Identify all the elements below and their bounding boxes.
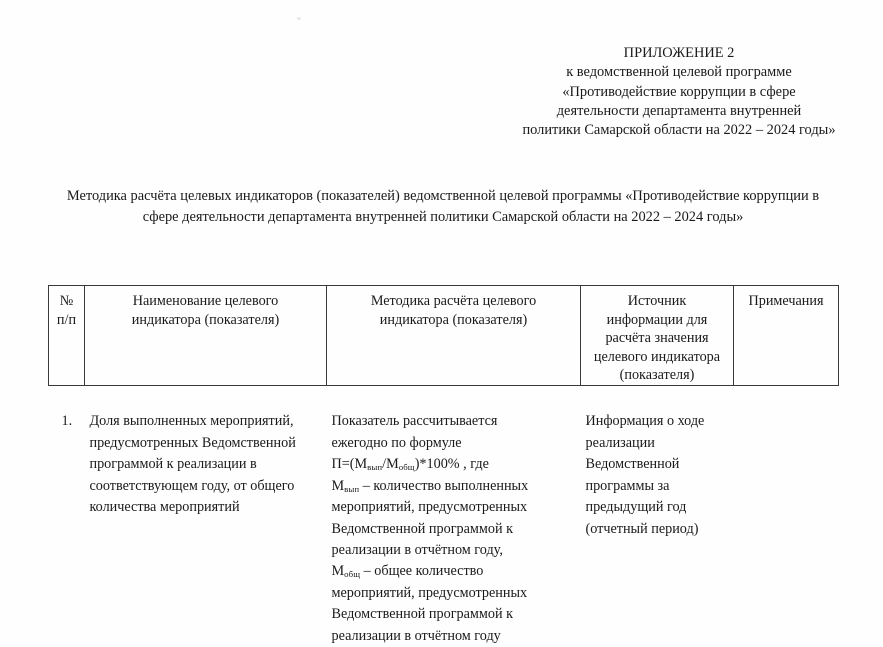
formula-prefix: П=(М bbox=[331, 456, 368, 473]
information-source-line-4: программы за bbox=[585, 477, 670, 494]
appendix-ref-line-5: на 2022 – 2024 годы» bbox=[705, 122, 836, 139]
row-information-source: Информация о ходе реализации Ведомственн… bbox=[581, 411, 734, 646]
appendix-header-block: ПРИЛОЖЕНИЕ 2 к ведомственной целевой про… bbox=[520, 44, 838, 140]
information-source-line-2: реализации bbox=[585, 434, 655, 451]
column-header-information-source-line-5: (показателя) bbox=[619, 367, 695, 384]
doc-title-line-3: «Противодействие коррупции в сфере деяте… bbox=[142, 188, 820, 225]
formula-mid: /М bbox=[382, 456, 399, 473]
definition-vyp-cont-2: Ведомственной программой к bbox=[331, 520, 514, 537]
definition-obsh-cont-3: реализации в отчётном году bbox=[331, 627, 501, 644]
column-header-calculation-method-line-1: Методика расчёта целевого bbox=[370, 293, 537, 309]
information-source-line-3: Ведомственной bbox=[585, 456, 680, 473]
indicator-name-line-5: количества мероприятий bbox=[89, 499, 240, 516]
table-header-row: № п/п Наименование целевого индикатора (… bbox=[48, 285, 839, 386]
column-header-notes: Примечания bbox=[733, 285, 839, 386]
method-intro-line-2: ежегодно по формуле bbox=[331, 434, 462, 451]
definition-obsh-subscript: общ bbox=[344, 569, 361, 580]
definition-vyp-symbol: М bbox=[331, 477, 345, 494]
definition-vyp-cont-1: мероприятий, предусмотренных bbox=[331, 499, 528, 516]
column-header-information-source-line-1: Источник bbox=[627, 293, 687, 309]
definition-vyp: Мвып – количество выполненных bbox=[332, 476, 571, 497]
information-source-line-1: Информация о ходе bbox=[585, 413, 705, 430]
appendix-ref-line-1: к ведомственной целевой программе bbox=[566, 64, 792, 81]
column-header-information-source-line-3: расчёта значения bbox=[605, 330, 709, 347]
definition-obsh-cont-2: Ведомственной программой к bbox=[331, 606, 514, 623]
definition-vyp-cont-3: реализации в отчётном году, bbox=[331, 541, 503, 558]
table-row: 1. Доля выполненных мероприятий, предусм… bbox=[49, 411, 839, 646]
appendix-ref-line-4: политики Самарской области bbox=[522, 122, 703, 139]
formula-subscript-obsh: общ bbox=[398, 462, 415, 473]
doc-title-line-2: ведомственной целевой программы bbox=[403, 188, 622, 204]
row-calculation-method: Показатель рассчитывается ежегодно по фо… bbox=[327, 411, 581, 646]
indicator-name-line-4: соответствующем году, от общего bbox=[89, 477, 295, 494]
indicators-table: № п/п Наименование целевого индикатора (… bbox=[48, 285, 839, 647]
definition-obsh-text: – общее количество bbox=[360, 563, 484, 580]
row-notes bbox=[734, 411, 839, 646]
column-header-calculation-method: Методика расчёта целевого индикатора (по… bbox=[326, 285, 581, 386]
appendix-ref-line-3: деятельности департамента внутренней bbox=[556, 102, 802, 119]
scan-artifact-speck bbox=[297, 17, 301, 20]
column-header-number: № п/п bbox=[48, 285, 85, 386]
column-header-information-source: Источник информации для расчёта значения… bbox=[580, 285, 734, 386]
column-header-notes-line-1: Примечания bbox=[748, 293, 824, 309]
row-indicator-name: Доля выполненных мероприятий, предусмотр… bbox=[85, 411, 327, 646]
definition-obsh-cont-1: мероприятий, предусмотренных bbox=[331, 584, 528, 601]
definition-vyp-text: – количество выполненных bbox=[359, 477, 529, 494]
column-header-number-line-1: № bbox=[59, 293, 74, 309]
appendix-ref-line-2: «Противодействие коррупции в сфере bbox=[562, 83, 796, 100]
doc-title-line-1: Методика расчёта целевых индикаторов (по… bbox=[66, 188, 400, 204]
information-source-line-5: предыдущий год bbox=[585, 499, 687, 516]
indicator-name-line-1: Доля выполненных мероприятий, bbox=[89, 413, 294, 430]
formula-subscript-vyp: вып bbox=[367, 462, 383, 473]
indicator-name-line-3: программой к реализации в bbox=[89, 456, 257, 473]
indicator-name-line-2: предусмотренных Ведомственной bbox=[89, 434, 296, 451]
method-intro-line-1: Показатель рассчитывается bbox=[331, 413, 498, 430]
column-header-indicator-name-line-2: индикатора (показателя) bbox=[131, 311, 280, 328]
definition-obsh: Мобщ – общее количество bbox=[332, 561, 571, 582]
column-header-information-source-line-2: информации для bbox=[606, 311, 708, 328]
column-header-number-line-2: п/п bbox=[56, 311, 77, 328]
doc-title-line-4: на 2022 – 2024 годы» bbox=[613, 208, 744, 225]
column-header-indicator-name: Наименование целевого индикатора (показа… bbox=[84, 285, 327, 386]
column-header-calculation-method-line-2: индикатора (показателя) bbox=[379, 311, 528, 328]
definition-obsh-symbol: М bbox=[331, 563, 345, 580]
information-source-line-6: (отчетный период) bbox=[585, 520, 699, 537]
definition-vyp-subscript: вып bbox=[344, 483, 360, 494]
row-number: 1. bbox=[61, 413, 73, 430]
column-header-indicator-name-line-1: Наименование целевого bbox=[132, 293, 279, 309]
document-title-block: Методика расчёта целевых индикаторов (по… bbox=[48, 186, 838, 227]
formula-suffix: )*100% , где bbox=[414, 456, 489, 473]
table-body-spacer bbox=[49, 385, 839, 411]
calculation-formula: П=(Мвып/Мобщ)*100% , где bbox=[332, 454, 571, 475]
appendix-title-line: ПРИЛОЖЕНИЕ 2 bbox=[623, 45, 735, 61]
column-header-information-source-line-4: целевого индикатора bbox=[593, 348, 721, 365]
